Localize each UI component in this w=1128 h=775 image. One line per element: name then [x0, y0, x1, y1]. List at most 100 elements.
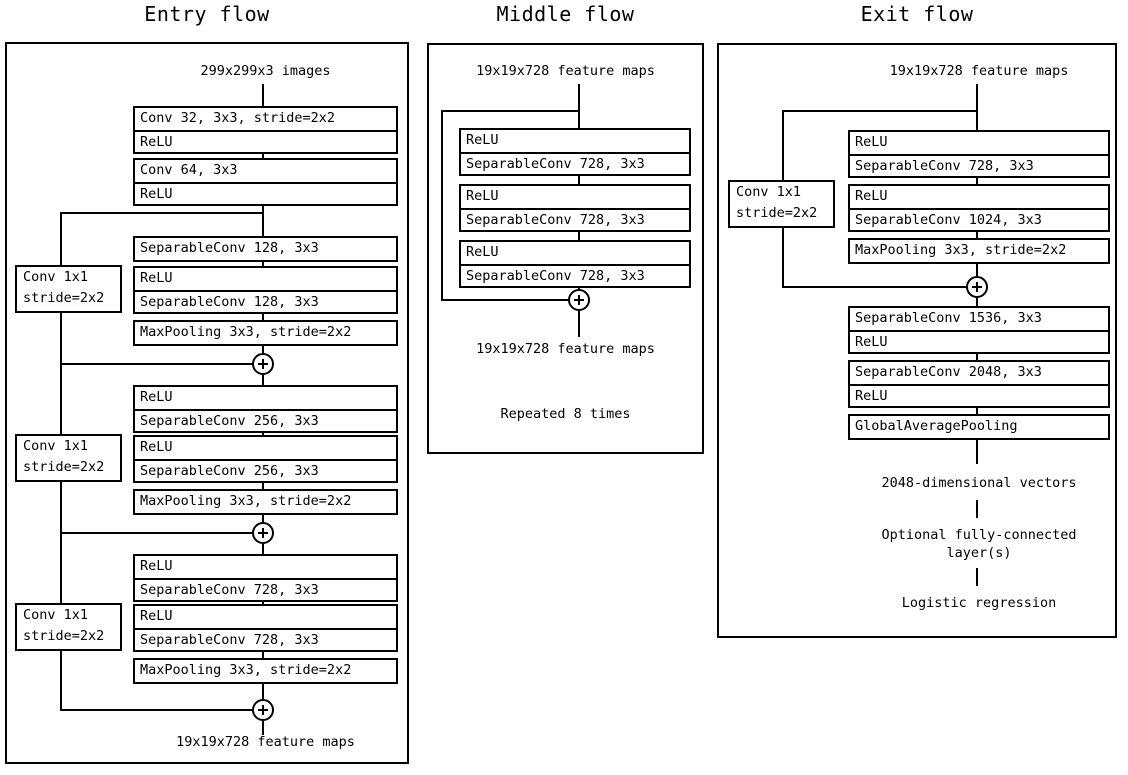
exit-input-note: 19x19x728 feature maps	[889, 63, 1069, 79]
connector	[262, 684, 264, 706]
middle-flow-title: Middle flow	[496, 2, 635, 26]
op-row: SeparableConv 128, 3x3	[135, 290, 396, 312]
op-row: SeparableConv 728, 3x3	[461, 152, 689, 174]
op-row: ReLU	[461, 242, 689, 264]
skip-merge-line	[60, 532, 256, 534]
block-entry-b1c: MaxPooling 3x3, stride=2x2	[133, 320, 398, 346]
residual-add-node	[252, 353, 274, 375]
block-exit-x4: SeparableConv 1536, 3x3 ReLU	[848, 306, 1110, 354]
block-exit-x6: GlobalAveragePooling	[848, 414, 1110, 440]
connector	[262, 84, 264, 106]
residual-add-node	[252, 699, 274, 721]
connector	[262, 481, 264, 491]
block-exit-x2: ReLU SeparableConv 1024, 3x3	[848, 184, 1110, 232]
op-row: SeparableConv 728, 3x3	[850, 154, 1108, 176]
op-row: ReLU	[850, 330, 1108, 352]
skip-label-line2: stride=2x2	[23, 459, 105, 475]
skip-entry-conv1x1-2: Conv 1x1 stride=2x2	[15, 434, 122, 482]
op-row: ReLU	[850, 186, 1108, 208]
connector	[976, 264, 978, 286]
op-row: ReLU	[461, 186, 689, 208]
skip-merge-line	[441, 299, 572, 301]
skip-merge-line	[782, 286, 970, 288]
skip-rail	[441, 110, 443, 300]
op-row: SeparableConv 728, 3x3	[135, 578, 396, 600]
connector	[976, 176, 978, 186]
residual-add-node	[252, 522, 274, 544]
middle-flow-frame	[427, 43, 704, 454]
block-entry-b1b: ReLU SeparableConv 128, 3x3	[133, 266, 398, 314]
block-entry-stem2: Conv 64, 3x3 ReLU	[133, 158, 398, 206]
block-entry-b3a: ReLU SeparableConv 728, 3x3	[133, 554, 398, 602]
exit-final-note: Logistic regression	[901, 595, 1057, 611]
middle-output-note: 19x19x728 feature maps	[476, 341, 655, 357]
block-entry-b3c: MaxPooling 3x3, stride=2x2	[133, 658, 398, 684]
residual-add-node	[966, 276, 988, 298]
op-row: ReLU	[135, 182, 396, 204]
connector	[976, 500, 978, 518]
op-row: MaxPooling 3x3, stride=2x2	[135, 660, 396, 682]
skip-entry-conv1x1-3: Conv 1x1 stride=2x2	[15, 603, 122, 651]
connector	[262, 650, 264, 660]
op-row: ReLU	[135, 130, 396, 152]
op-row: MaxPooling 3x3, stride=2x2	[135, 491, 396, 513]
op-row: SeparableConv 256, 3x3	[135, 459, 396, 481]
entry-flow-title: Entry flow	[144, 2, 270, 26]
block-exit-x5: SeparableConv 2048, 3x3 ReLU	[848, 360, 1110, 408]
op-row: SeparableConv 1536, 3x3	[850, 308, 1108, 330]
op-row: SeparableConv 128, 3x3	[135, 238, 396, 260]
skip-takeoff	[441, 110, 580, 112]
op-row: SeparableConv 1024, 3x3	[850, 208, 1108, 230]
op-row: ReLU	[135, 437, 396, 459]
skip-label-line2: stride=2x2	[736, 205, 818, 221]
skip-entry-conv1x1-1: Conv 1x1 stride=2x2	[15, 265, 122, 313]
op-row: GlobalAveragePooling	[850, 416, 1108, 438]
op-row: ReLU	[461, 130, 689, 152]
skip-label-line1: Conv 1x1	[23, 607, 89, 623]
exit-flow-title: Exit flow	[860, 2, 974, 26]
op-row: SeparableConv 2048, 3x3	[850, 362, 1108, 384]
connector	[976, 230, 978, 240]
skip-label-line2: stride=2x2	[23, 628, 105, 644]
skip-takeoff	[782, 110, 978, 112]
entry-flow-frame	[5, 42, 409, 764]
block-entry-b2a: ReLU SeparableConv 256, 3x3	[133, 385, 398, 433]
block-entry-b1a: SeparableConv 128, 3x3	[133, 236, 398, 262]
connector	[976, 440, 978, 464]
block-exit-x1: ReLU SeparableConv 728, 3x3	[848, 130, 1110, 178]
connector	[976, 298, 978, 308]
op-row: ReLU	[850, 132, 1108, 154]
connector	[262, 312, 264, 322]
op-row: SeparableConv 256, 3x3	[135, 409, 396, 431]
skip-takeoff	[60, 212, 264, 214]
skip-label-line1: Conv 1x1	[736, 184, 802, 200]
residual-add-node	[568, 289, 590, 311]
connector	[578, 174, 580, 186]
block-entry-b2c: MaxPooling 3x3, stride=2x2	[133, 489, 398, 515]
block-middle-m3: ReLU SeparableConv 728, 3x3	[459, 240, 691, 288]
op-row: SeparableConv 728, 3x3	[461, 264, 689, 286]
skip-label-line2: stride=2x2	[23, 290, 105, 306]
skip-merge-line	[60, 709, 256, 711]
connector	[262, 721, 264, 735]
op-row: Conv 64, 3x3	[135, 160, 396, 182]
op-row: ReLU	[135, 387, 396, 409]
block-entry-b2b: ReLU SeparableConv 256, 3x3	[133, 435, 398, 483]
exit-flow-frame	[717, 43, 1117, 638]
op-row: MaxPooling 3x3, stride=2x2	[135, 322, 396, 344]
connector	[976, 406, 978, 416]
middle-repeat-note: Repeated 8 times	[500, 406, 631, 422]
exit-vector-note: 2048-dimensional vectors	[881, 475, 1077, 491]
connector	[976, 568, 978, 586]
skip-merge-line	[60, 363, 256, 365]
block-entry-stem1: Conv 32, 3x3, stride=2x2 ReLU	[133, 106, 398, 154]
connector	[262, 206, 264, 236]
op-row: MaxPooling 3x3, stride=2x2	[850, 240, 1108, 262]
block-entry-b3b: ReLU SeparableConv 728, 3x3	[133, 604, 398, 652]
op-row: ReLU	[135, 268, 396, 290]
op-row: SeparableConv 728, 3x3	[461, 208, 689, 230]
skip-label-line1: Conv 1x1	[23, 269, 89, 285]
op-row: ReLU	[135, 556, 396, 578]
block-middle-m1: ReLU SeparableConv 728, 3x3	[459, 128, 691, 176]
